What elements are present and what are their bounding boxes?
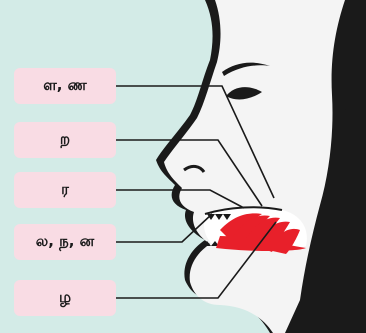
label-la-nta-na: ல, ந, ன — [14, 224, 116, 260]
label-ra: ர — [14, 172, 116, 208]
label-la-na: ள, ண — [14, 68, 116, 104]
label-ra-hard: ற — [14, 122, 116, 158]
label-zha: ழ — [14, 280, 116, 316]
